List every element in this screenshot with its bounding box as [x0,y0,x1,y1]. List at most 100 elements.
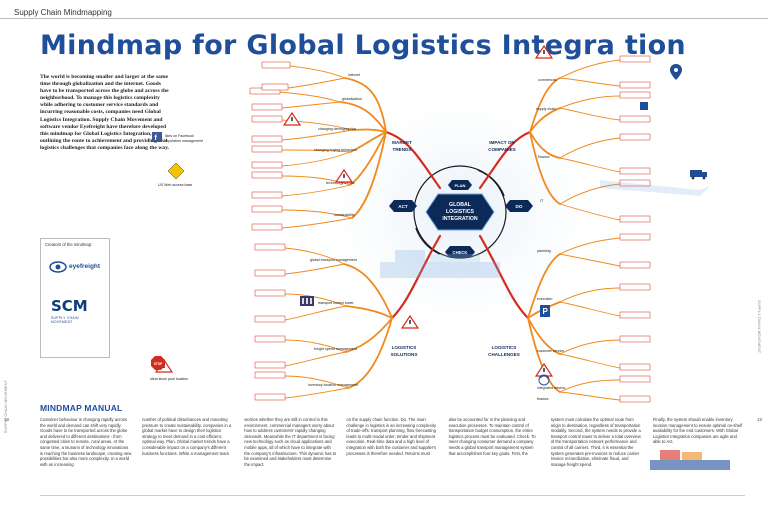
svg-text:STOP: STOP [154,362,163,366]
warning-sign-icon [534,44,554,59]
branch-logistics-solutions: LOGISTICS SOLUTIONS [391,345,418,357]
center-label-line3: INTEGRATION [442,216,478,222]
facebook-icon: f [152,132,162,142]
center-label-line2: LOGISTICS [446,209,474,215]
location-pin-icon [670,64,682,80]
cycle-arrow-plan-do [477,169,505,197]
thumbs-up-icon [640,102,648,110]
warning-sign-icon [282,111,302,126]
node-customer-service: customer service [537,349,564,353]
branch-market-trends: MARKET TRENDS [392,140,412,152]
truck-icon [690,170,707,180]
page-number-left: 18 [4,417,10,422]
creators-title: Creators of the mindmap: [45,242,93,247]
eyefreight-logo: eyefreight [49,259,101,275]
footer-rule [40,495,745,496]
eyefreight-wordmark: eyefreight [69,263,101,270]
svg-text:MARKET: MARKET [392,140,412,145]
node-finance: finance [538,155,550,159]
scm-wordmark: SCM [51,297,88,315]
node-inventory-location-management: inventory location management [308,383,358,387]
leaf-tags [249,55,651,403]
node-planning: planning [537,249,551,253]
cycle-act: ACT [389,200,417,212]
scm-subtitle: SUPPLY CHAIN MOVEMENT [51,316,79,324]
node-likes-on-facebook: likes on Facebook [165,134,194,138]
center-label-line1: GLOBAL [449,202,472,208]
creators-logos: Creators of the mindmap: eyefreight SCM … [40,238,110,358]
svg-text:P: P [543,307,549,316]
header-rule [0,18,768,19]
node-sustainability: sustainability [334,213,355,217]
node-globalization: globalization [342,97,362,101]
recycle-icon [538,374,550,386]
node-changing-buying-behaviour: changing buying behaviour [314,148,358,152]
svg-text:DO: DO [516,204,523,209]
manual-column-2: number of political disturbances and mou… [142,417,232,456]
node-global-transport-management: global transport management [310,258,357,262]
stop-sign-icon: STOP [151,356,165,370]
branch-logistics-challenges: LOGISTICS CHALLENGES [488,345,520,357]
svg-text:COMPANIES: COMPANIES [488,147,515,152]
manual-columns: Customer behaviour is changing rapidly a… [40,417,745,467]
leaf-lines [279,59,621,401]
node-it: IT [540,199,544,203]
road-sign-icon [167,162,185,180]
svg-text:ACT: ACT [398,204,408,209]
branch-impact-on-companies: IMPACT ON COMPANIES [488,140,515,152]
manual-column-3: worries whether they are still in contro… [244,417,337,467]
node-supply-chain: supply chain [536,107,556,111]
svg-text:CHALLENGES: CHALLENGES [488,352,520,357]
cycle-plan: PLAN [448,180,472,190]
section-header: Supply Chain Mindmapping [14,8,112,17]
intro-text: The world is becoming smaller and larger… [40,74,169,151]
node-ideal-stock-pool-location: ideal stock pool location [150,377,188,381]
svg-text:PLAN: PLAN [455,183,466,188]
node-finance-challenges: finance [537,397,549,401]
manual-column-5: also be accounted for in the planning an… [448,417,536,456]
node-execution: execution [537,297,552,301]
ship-illustration [380,250,500,278]
node-freight-spend-management: freight spend management [314,347,357,351]
page-title: Mindmap for Global Logistics Integra tio… [40,30,686,61]
node-reputation-management: reputation management [165,139,203,143]
scm-logo: SCM SUPPLY CHAIN MOVEMENT [47,295,99,325]
cargo-ship-illustration [650,450,730,470]
branch-lines [339,77,561,393]
page-number-right: 19 [757,417,763,422]
warning-sign-icon [400,314,420,329]
svg-text:SOLUTIONS: SOLUTIONS [391,352,418,357]
eyefreight-icon [49,261,67,273]
node-technology-trends: technology trends [326,181,355,185]
svg-text:f: f [155,135,158,142]
svg-text:LOGISTICS: LOGISTICS [492,345,517,350]
manual-title: MINDMAP MANUAL [40,403,123,413]
node-commercial: commercial [538,78,557,82]
cycle-check: CHECK [445,246,475,258]
warning-sign-icon [534,362,554,377]
warning-sign-icon [334,168,354,183]
svg-text:LOGISTICS: LOGISTICS [392,345,417,350]
manual-column-4: on the supply chain function. Do. The ma… [346,417,437,456]
node-changing-demographics: changing demographics [318,127,356,131]
node-internet: internet [348,73,360,77]
cycle-arrow-check-act [415,227,441,255]
svg-text:TRENDS: TRENDS [393,147,412,152]
parking-sign-icon: P [540,305,550,317]
svg-text:IMPACT ON: IMPACT ON [489,140,515,145]
manual-column-1: Customer behaviour is changing rapidly a… [40,417,132,467]
manual-column-7: Finally, the system should enable invent… [652,417,743,445]
side-label-left: SUPPLY CHAIN MOVEMENT [3,380,8,434]
node-transport-control-tower: transport control tower [318,301,355,305]
manual-column-6: system must calculate the optimal route … [550,417,641,467]
side-label-right: SUPPLY CHAIN MOVEMENT [757,300,762,354]
dashboard-icon [300,296,314,306]
airplane-illustration [600,180,710,196]
node-us-web-access: US Web access base [158,183,192,187]
center-hexagon [425,193,495,231]
node-integrated-returns: integrated returns [537,386,565,390]
cycle-do: DO [505,200,533,212]
svg-text:CHECK: CHECK [453,250,468,255]
